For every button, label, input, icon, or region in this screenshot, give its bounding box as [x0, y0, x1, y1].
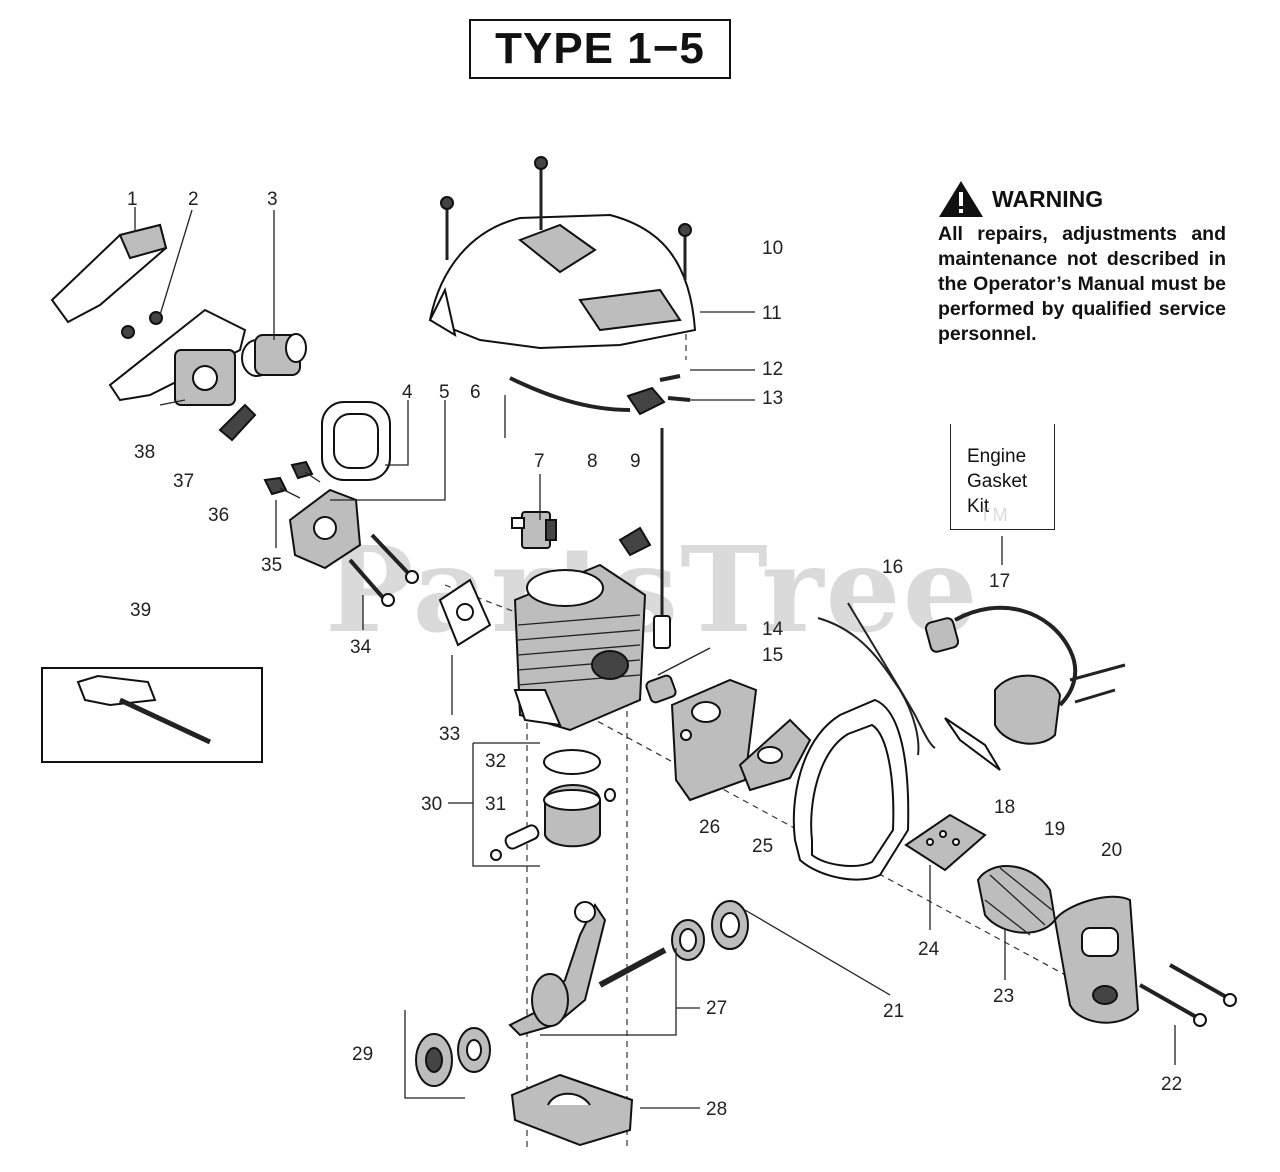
kit-label-line-1: Engine [967, 446, 1027, 467]
diagram-title-box: TYPE 1−5 [469, 19, 731, 79]
callout-35: 35 [261, 555, 282, 576]
warning-text: All repairs, adjustments and maintenance… [938, 223, 1226, 345]
callout-37: 37 [173, 471, 194, 492]
tool-inset-box [41, 667, 263, 763]
part-22-bolts [1139, 963, 1237, 1027]
part-24-spark-screen-plate [904, 813, 987, 872]
part-33-gasket [438, 578, 492, 647]
part-3-intake-elbow [241, 333, 307, 377]
engine-gasket-kit-label: Engine Gasket Kit [967, 444, 1027, 519]
warning-heading: WARNING [992, 185, 1104, 212]
callout-3: 3 [267, 189, 278, 210]
part-35-36-screws [263, 460, 321, 499]
callout-6: 6 [470, 382, 481, 403]
part-25-muffler-gasket [738, 718, 812, 792]
callout-29: 29 [352, 1044, 373, 1065]
callout-25: 25 [752, 836, 773, 857]
part-21-muffler-body [792, 698, 910, 881]
part-39-tool [76, 674, 212, 745]
callout-11: 11 [762, 303, 782, 324]
callout-2: 2 [188, 189, 199, 210]
kit-label-line-3: Kit [967, 496, 990, 517]
callout-19: 19 [1044, 819, 1065, 840]
part-11-top-cover [428, 156, 697, 350]
part-30-piston-assembly [490, 749, 616, 861]
warning-notice: WARNING All repairs, adjustments and mai… [938, 180, 1226, 347]
callout-32: 32 [485, 751, 506, 772]
callout-17: 17 [989, 571, 1010, 592]
part-15-14-gasket-sleeve [645, 674, 677, 704]
part-8-9-valve-rod [618, 428, 671, 649]
callout-38: 38 [134, 442, 155, 463]
kit-label-line-2: Gasket [967, 471, 1028, 492]
callout-18: 18 [994, 797, 1015, 818]
callout-27: 27 [706, 998, 727, 1019]
part-6-12-13-hose-valve [509, 374, 691, 416]
part-5-intake-flange [288, 488, 362, 570]
part-20-muffler-cover [1053, 895, 1140, 1024]
callout-5: 5 [439, 382, 450, 403]
callout-31: 31 [485, 794, 506, 815]
callout-28: 28 [706, 1099, 727, 1120]
callout-34: 34 [350, 637, 372, 658]
callout-21: 21 [883, 1001, 904, 1022]
callout-4: 4 [402, 382, 413, 403]
callout-14: 14 [762, 619, 784, 640]
callout-30: 30 [421, 794, 442, 815]
callout-23: 23 [993, 986, 1014, 1007]
part-27-crankshaft [508, 900, 749, 1037]
part-1-air-filter-cover [50, 223, 168, 324]
engine-gasket-kit-bracket [950, 424, 1055, 530]
callout-7: 7 [534, 451, 545, 472]
callout-12: 12 [762, 359, 783, 380]
warning-header: WARNING [938, 180, 1226, 218]
engine-cylinder [513, 563, 647, 732]
callout-22: 22 [1161, 1074, 1182, 1095]
leader-lines [134, 207, 1176, 1109]
part-28-crankcase-bottom [510, 1073, 634, 1147]
part-18-ignition-coil [924, 605, 1126, 771]
part-29-bearings [415, 1027, 491, 1087]
callout-9: 9 [630, 451, 641, 472]
callout-13: 13 [762, 388, 783, 409]
part-26-heat-shield [670, 678, 758, 802]
watermark-tm: TM [979, 504, 1010, 525]
part-2-carburetor-assembly [108, 308, 257, 442]
callout-36: 36 [208, 505, 229, 526]
callout-1: 1 [127, 189, 138, 210]
callout-39: 39 [130, 600, 151, 621]
part-4-intake-gasket [321, 401, 391, 481]
callout-8: 8 [587, 451, 598, 472]
part-23-spark-arrestor-screen [976, 865, 1057, 936]
callout-15: 15 [762, 645, 783, 666]
part-34-bolts [348, 533, 419, 607]
callout-24: 24 [918, 939, 940, 960]
callout-26: 26 [699, 817, 720, 838]
callout-33: 33 [439, 724, 460, 745]
part-7-spark-plug [511, 511, 557, 549]
callout-20: 20 [1101, 840, 1122, 861]
callout-16: 16 [882, 557, 903, 578]
warning-triangle-icon [939, 181, 983, 217]
part-16-ignition-wires [817, 602, 936, 756]
callout-10: 10 [762, 238, 783, 259]
diagram-title: TYPE 1−5 [495, 24, 705, 73]
callout-numbers: 1 2 3 4 5 6 7 8 9 10 11 12 13 14 15 16 1… [127, 189, 1182, 1120]
